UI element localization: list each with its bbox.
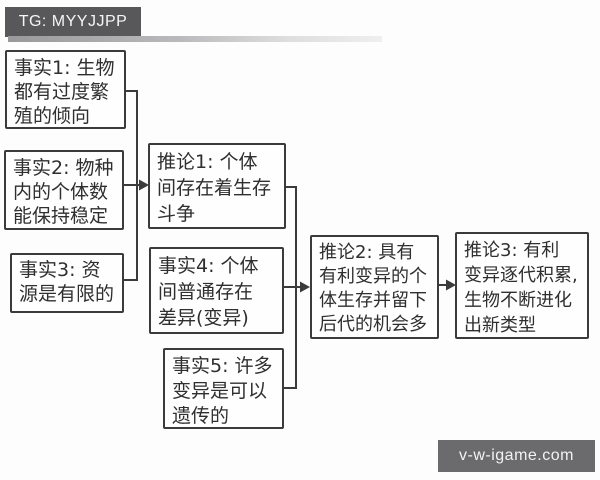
watermark-label: v-w-igame.com bbox=[459, 447, 574, 464]
tg-badge-label: TG: MYYJJPP bbox=[18, 13, 128, 30]
box-inference2: 推论2: 具有 有利变异的个 体生存并留下 后代的机会多 bbox=[310, 235, 439, 339]
arrow-right-icon bbox=[300, 281, 310, 293]
box-fact2: 事实2: 物种 内的个体数 能保持稳定 bbox=[4, 150, 124, 230]
scan-artifact-strip bbox=[8, 36, 382, 42]
box-fact1: 事实1: 生物 都有过度繁 殖的倾向 bbox=[5, 50, 126, 129]
box-inference3: 推论3: 有利 变异逐代积累, 生物不断进化 出新类型 bbox=[455, 232, 589, 339]
watermark-badge: v-w-igame.com bbox=[438, 440, 595, 472]
box-fact3: 事实3: 资 源是有限的 bbox=[10, 253, 124, 313]
arrow-right-icon bbox=[446, 279, 456, 291]
tg-badge: TG: MYYJJPP bbox=[5, 7, 141, 37]
box-fact5: 事实5: 许多 变异是可以 遗传的 bbox=[163, 348, 284, 429]
box-inference1: 推论1: 个体 间存在着生存 斗争 bbox=[148, 143, 286, 229]
arrow-right-icon bbox=[139, 179, 149, 191]
box-fact4: 事实4: 个体 间普通存在 差异(变异) bbox=[149, 247, 284, 334]
